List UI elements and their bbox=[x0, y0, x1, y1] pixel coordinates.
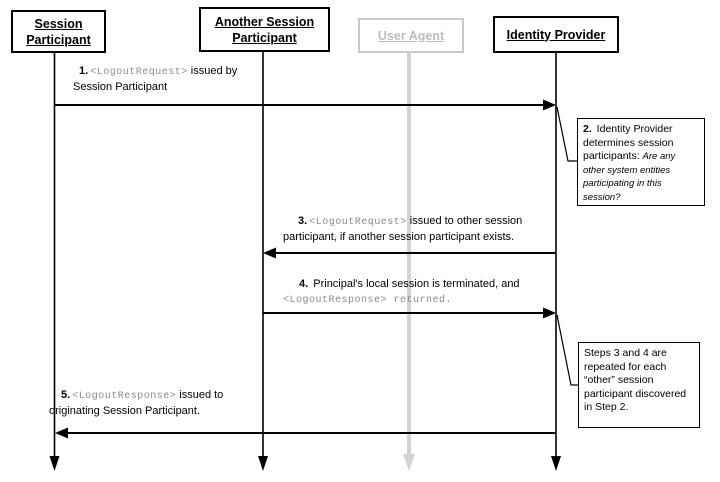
step-number: 4. bbox=[299, 278, 309, 290]
step-number: 3. bbox=[298, 215, 308, 227]
message-step4-label: 4. Principal's local session is terminat… bbox=[283, 277, 568, 308]
message-step1-label: 1.<LogoutRequest> issued by Session Part… bbox=[73, 64, 263, 95]
logout-request-tag: <LogoutRequest> bbox=[90, 67, 188, 78]
actor-identity-provider: Identity Provider bbox=[493, 16, 619, 53]
lifeline-identity-provider bbox=[551, 49, 561, 471]
step-number: 2. bbox=[583, 123, 592, 135]
message-text: issued to other session bbox=[406, 215, 523, 227]
note34-connector bbox=[556, 314, 578, 386]
actor-label: Another Session Participant bbox=[214, 14, 315, 45]
note-text: Identity Provider determines session par… bbox=[583, 123, 674, 162]
arrow-step3-logout-request bbox=[263, 247, 556, 259]
note-steps-3-4-repeat: Steps 3 and 4 are repeated for each “oth… bbox=[578, 342, 700, 428]
lifeline-user-agent bbox=[403, 49, 415, 471]
actor-user-agent: User Agent bbox=[358, 18, 464, 53]
message-line: 3.<LogoutRequest> issued to other sessio… bbox=[283, 214, 568, 230]
step-number: 1. bbox=[79, 65, 89, 77]
message-text: Principal's local session is terminated,… bbox=[310, 278, 520, 290]
lifeline-session-participant bbox=[49, 49, 60, 471]
note2-connector bbox=[556, 106, 577, 162]
message-text: issued to bbox=[176, 389, 224, 401]
arrow-step1-logout-request bbox=[55, 99, 556, 111]
note-italic-text: Are any other system entities participat… bbox=[583, 151, 676, 203]
logout-response-tag: <LogoutResponse> bbox=[283, 295, 388, 306]
message-text: issued by bbox=[187, 65, 238, 77]
note-step2: 2. Identity Provider determines session … bbox=[577, 118, 705, 206]
message-line: <LogoutResponse> returned. bbox=[283, 292, 568, 308]
actor-label: Session Participant bbox=[26, 16, 91, 47]
message-line: originating Session Participant. bbox=[49, 405, 201, 417]
note-text: Steps 3 and 4 are repeated for each “oth… bbox=[584, 347, 687, 413]
actor-session-participant: Session Participant bbox=[11, 10, 106, 53]
message-line: 1.<LogoutRequest> issued by bbox=[73, 64, 263, 80]
message-line: 5.<LogoutResponse> issued to bbox=[49, 388, 284, 404]
message-text: returned. bbox=[387, 295, 453, 306]
step-number: 5. bbox=[61, 389, 71, 401]
message-line: 4. Principal's local session is terminat… bbox=[283, 277, 568, 292]
actor-another-session-participant: Another Session Participant bbox=[199, 7, 330, 52]
message-step3-label: 3.<LogoutRequest> issued to other sessio… bbox=[283, 214, 568, 245]
message-line: Session Participant bbox=[73, 81, 168, 93]
message-line: participant, if another session particip… bbox=[283, 231, 515, 243]
arrow-step4-logout-response bbox=[263, 307, 556, 319]
logout-response-tag: <LogoutResponse> bbox=[72, 391, 177, 402]
actor-label: User Agent bbox=[377, 28, 445, 43]
lifeline-another-session-participant bbox=[258, 48, 268, 471]
message-step5-label: 5.<LogoutResponse> issued to originating… bbox=[49, 388, 284, 419]
arrow-step5-logout-response bbox=[55, 427, 556, 439]
actor-label: Identity Provider bbox=[506, 27, 606, 42]
logout-request-tag: <LogoutRequest> bbox=[309, 217, 407, 228]
